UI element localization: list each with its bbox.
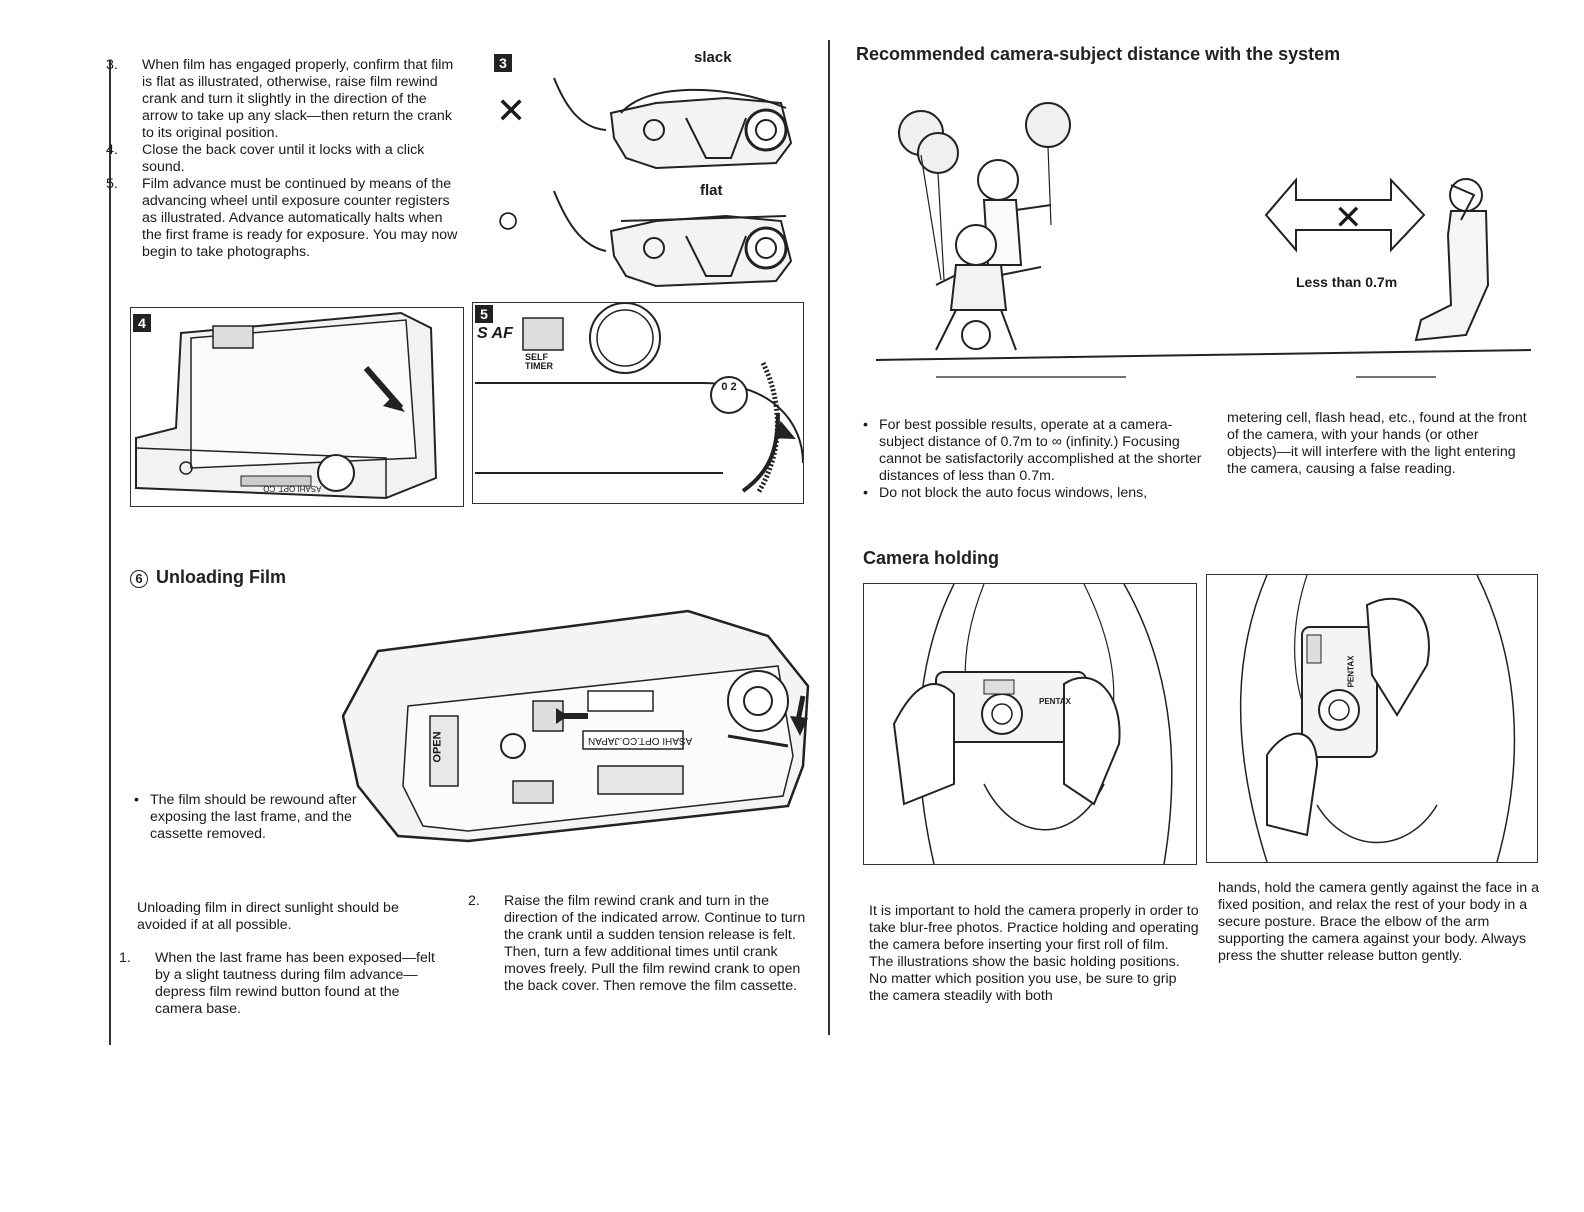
distance-illustration xyxy=(876,102,1532,378)
distance-bullets: For best possible results, operate at a … xyxy=(863,417,1208,502)
camera-base-illustration xyxy=(341,609,810,843)
holding-text-col2: hands, hold the camera gently against th… xyxy=(1218,880,1540,964)
wrong-mark-icon: ✕ xyxy=(496,90,527,131)
camera-holding-heading: Camera holding xyxy=(863,548,1000,568)
flat-label: flat xyxy=(700,182,723,199)
base-maker-label: ASAHI OPT. CO. xyxy=(261,484,322,493)
camera-back-cover-illustration xyxy=(135,311,438,500)
holding-figure-vertical: PENTAX xyxy=(1206,574,1538,863)
step-5: 5.Film advance must be continued by mean… xyxy=(106,176,458,260)
figure-4-number: 4 xyxy=(133,314,151,332)
unload-step-2: 2.Raise the film rewind crank and turn i… xyxy=(468,893,806,994)
holding-figure-horizontal: PENTAX xyxy=(863,583,1197,865)
section-6-title: Unloading Film xyxy=(156,567,286,587)
steps-3-to-5: 3.When film has engaged properly, confir… xyxy=(106,57,459,261)
distance-label: Less than 0.7m xyxy=(1296,274,1398,290)
distance-bullet-continuation: metering cell, flash head, etc., found a… xyxy=(1227,410,1527,477)
right-mark-icon: ○ xyxy=(496,198,521,242)
figure-5-number: 5 xyxy=(475,305,493,323)
section-6-heading: 6 Unloading Film xyxy=(130,567,286,588)
distance-bullet-1: For best possible results, operate at a … xyxy=(863,417,1208,485)
camera-brand-label-2: PENTAX xyxy=(1346,655,1356,688)
open-door-label: OPEN xyxy=(431,731,444,763)
distance-x-mark-icon: ✕ xyxy=(1334,199,1363,237)
slack-film-illustration xyxy=(553,77,793,170)
left-margin-line xyxy=(109,60,111,1045)
horizontal-holding-illustration xyxy=(892,584,1173,864)
unload-note: The film should be rewound after exposin… xyxy=(134,792,384,843)
unload-note-item: The film should be rewound after exposin… xyxy=(134,792,384,843)
step-4: 4.Close the back cover until it locks wi… xyxy=(106,142,425,175)
center-fold-line xyxy=(828,40,830,1035)
figure-4-close-back-cover: 4 ASAHI OPT. CO. xyxy=(130,307,464,507)
sunlight-note: Unloading film in direct sunlight should… xyxy=(137,900,399,933)
holding-text-col1: It is important to hold the camera prope… xyxy=(869,903,1199,1004)
figure-5-advance-wheel: 5 S AF SELF TIMER 0 2 xyxy=(472,302,804,504)
af-mode-label: S AF xyxy=(477,325,513,342)
section-6-number: 6 xyxy=(130,570,148,588)
figure-3-film-slack-flat: 3 slack ✕ flat ○ xyxy=(486,46,816,288)
maker-base-label: ASAHI OPT.CO.JAPAN xyxy=(588,735,693,746)
step-3: 3.When film has engaged properly, confir… xyxy=(106,57,454,141)
figure-3-number: 3 xyxy=(494,54,512,72)
vertical-holding-illustration xyxy=(1239,575,1516,862)
self-timer-label: SELF TIMER xyxy=(525,352,553,371)
exposure-counter-value: 0 2 xyxy=(721,381,737,393)
slack-label: slack xyxy=(694,49,732,66)
unload-step-1: 1.When the last frame has been exposed—f… xyxy=(119,950,435,1017)
flat-film-illustration xyxy=(553,190,793,288)
distance-heading: Recommended camera-subject distance with… xyxy=(856,44,1341,64)
advance-wheel-illustration xyxy=(475,303,803,495)
distance-bullet-2: Do not block the auto focus windows, len… xyxy=(863,485,1208,502)
camera-brand-label-1: PENTAX xyxy=(1039,697,1071,706)
